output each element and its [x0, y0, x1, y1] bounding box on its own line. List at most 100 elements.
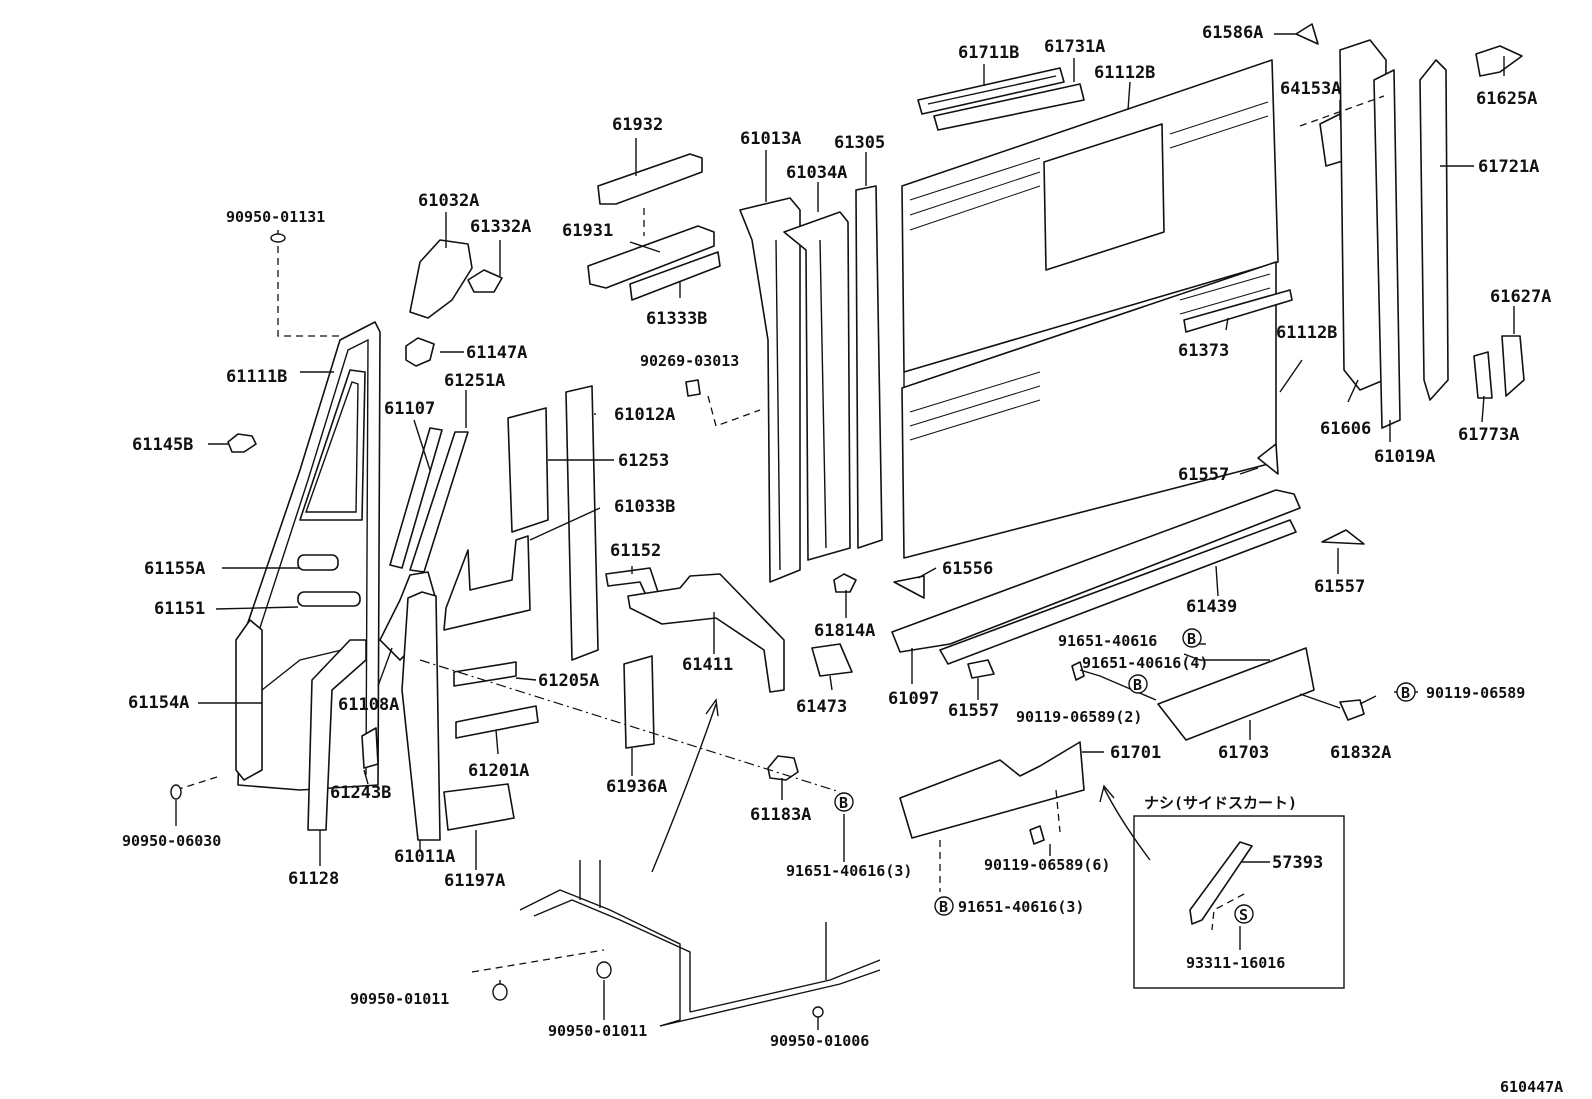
label-61033B: 61033B — [614, 497, 675, 517]
label-61625A: 61625A — [1476, 89, 1537, 109]
label-61097: 61097 — [888, 689, 939, 709]
part-61332A — [467, 269, 503, 293]
inset-box: ナシ(サイドスカート) S — [1133, 794, 1345, 989]
part-61557-lower — [967, 659, 995, 679]
grommet-90950-01011-a — [492, 983, 508, 1001]
part-61625A — [1475, 45, 1523, 77]
part-61932 — [597, 153, 703, 205]
part-61205A — [453, 661, 517, 687]
label-61473: 61473 — [796, 697, 847, 717]
part-61011A — [401, 591, 441, 841]
bolt-marker: B — [1128, 674, 1148, 694]
arrow-61936A — [651, 703, 717, 873]
label-90119-06589: 90119-06589 — [1426, 684, 1525, 702]
grommet-90950-01131 — [270, 233, 286, 243]
dashed-connector — [471, 949, 605, 973]
label-61332A: 61332A — [470, 217, 531, 237]
label-90950-01011-a: 90950-01011 — [350, 990, 449, 1008]
label-61128: 61128 — [288, 869, 339, 889]
part-61145B — [227, 433, 257, 453]
label-61606: 61606 — [1320, 419, 1371, 439]
part-61701 — [899, 741, 1085, 839]
floor-section — [519, 860, 881, 1027]
label-61936A: 61936A — [606, 777, 667, 797]
label-61773A: 61773A — [1458, 425, 1519, 445]
label-61147A: 61147A — [466, 343, 527, 363]
dashed-connector — [1299, 95, 1385, 127]
bolt-marker: B — [1182, 628, 1202, 648]
part-61773A — [1473, 351, 1493, 399]
part-61586A — [1295, 23, 1319, 45]
label-61253: 61253 — [618, 451, 669, 471]
label-61145B: 61145B — [132, 435, 193, 455]
part-61253 — [507, 407, 549, 533]
grommet-90950-01006 — [812, 1006, 824, 1018]
part-61019A — [1373, 69, 1401, 429]
grommet-90950-06030 — [170, 784, 182, 800]
part-61034A — [783, 211, 851, 561]
label-61152: 61152 — [610, 541, 661, 561]
svg-text:B: B — [1401, 684, 1410, 702]
part-61832A — [1339, 699, 1365, 721]
svg-text:S: S — [1239, 906, 1248, 924]
part-61557-right — [1321, 529, 1365, 545]
label-61703: 61703 — [1218, 743, 1269, 763]
part-61033B — [443, 535, 531, 631]
part-61473 — [811, 643, 853, 677]
label-61183A: 61183A — [750, 805, 811, 825]
label-61586A: 61586A — [1202, 23, 1263, 43]
label-64153A: 64153A — [1280, 79, 1341, 99]
part-61721A — [1419, 59, 1449, 401]
label-61557-right: 61557 — [1314, 577, 1365, 597]
label-57393: 57393 — [1272, 853, 1323, 873]
part-61814A — [833, 573, 857, 593]
arrowhead-61936A — [705, 698, 719, 717]
part-90269-03013 — [685, 379, 701, 397]
part-61013A — [739, 197, 801, 583]
dashed-connector — [277, 246, 340, 337]
dashed-connector — [707, 395, 761, 427]
label-61155A: 61155A — [144, 559, 205, 579]
label-61112B-mid: 61112B — [1276, 323, 1337, 343]
label-90269-03013: 90269-03013 — [640, 352, 739, 370]
label-61373: 61373 — [1178, 341, 1229, 361]
part-61012A — [565, 385, 599, 661]
part-61251A — [409, 431, 469, 573]
part-61183A — [767, 755, 799, 781]
part-61557-upper — [1257, 443, 1279, 475]
part-61097 — [939, 519, 1297, 665]
label-90950-01131: 90950-01131 — [226, 208, 325, 226]
label-90950-01011-b: 90950-01011 — [548, 1022, 647, 1040]
part-61305 — [855, 185, 883, 549]
label-61333B: 61333B — [646, 309, 707, 329]
label-61108A: 61108A — [338, 695, 399, 715]
label-91651-40616-4: 91651-40616(4) — [1082, 654, 1208, 672]
part-90119-06589-6 — [1029, 825, 1045, 845]
label-61557-lower: 61557 — [948, 701, 999, 721]
label-90119-06589-6: 90119-06589(6) — [984, 856, 1110, 874]
label-61034A: 61034A — [786, 163, 847, 183]
label-61251A: 61251A — [444, 371, 505, 391]
label-61012A: 61012A — [614, 405, 675, 425]
part-61128 — [307, 639, 367, 831]
label-61814A: 61814A — [814, 621, 875, 641]
part-61556 — [893, 575, 925, 599]
part-labels: 61711B 61731A 61112B 61586A 61932 61013A… — [122, 23, 1563, 1096]
label-93311-16016: 93311-16016 — [1186, 954, 1285, 972]
label-61557-upper: 61557 — [1178, 465, 1229, 485]
label-61243B: 61243B — [330, 783, 391, 803]
label-61205A: 61205A — [538, 671, 599, 691]
part-61147A — [405, 337, 435, 367]
arrowhead-inset — [1099, 784, 1115, 803]
label-61201A: 61201A — [468, 761, 529, 781]
label-61931: 61931 — [562, 221, 613, 241]
part-57393 — [1189, 841, 1253, 925]
part-61703 — [1157, 647, 1315, 741]
part-61373 — [1183, 289, 1293, 333]
label-61832A: 61832A — [1330, 743, 1391, 763]
label-91651-40616: 91651-40616 — [1058, 632, 1157, 650]
leader-lines — [175, 33, 1515, 1030]
svg-text:B: B — [1133, 676, 1142, 694]
label-90950-01006: 90950-01006 — [770, 1032, 869, 1050]
part-61201A — [455, 705, 539, 739]
